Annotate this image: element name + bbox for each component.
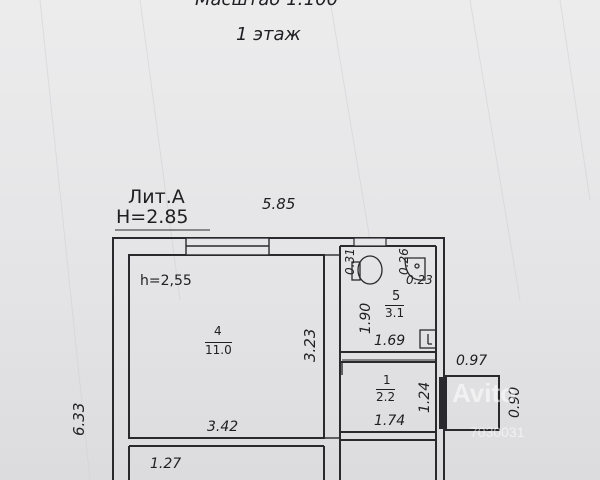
room1-area: 2.2	[376, 389, 396, 404]
room5-width: 1.69	[374, 333, 406, 349]
overall-width-label: 5.85	[262, 195, 296, 213]
toilet-icon	[351, 255, 383, 285]
window-bath	[353, 237, 387, 247]
room1-number: 1	[383, 373, 391, 387]
room1-length: 1.24	[417, 381, 433, 413]
lower-left-width: 1.27	[150, 456, 182, 472]
room4-width: 3.42	[207, 419, 239, 435]
watermark-code: 7030031	[470, 424, 525, 440]
porch-width: 0.97	[456, 353, 488, 369]
room5-small-dim-a: 0.31	[343, 248, 357, 275]
room1-width: 1.74	[374, 413, 406, 429]
room4-ceiling-height: h=2,55	[140, 273, 192, 289]
dimension-lines	[115, 229, 436, 361]
room5-length: 1.90	[358, 302, 374, 334]
room4-number: 4	[214, 324, 222, 338]
room5-area: 3.1	[385, 305, 405, 320]
scan-lines	[39, 0, 591, 480]
outer-walls	[112, 237, 445, 480]
room5-number: 5	[392, 289, 401, 304]
doors	[324, 254, 343, 439]
scale-label: Масштаб 1:100	[195, 0, 338, 9]
floor-label: 1 этаж	[236, 24, 301, 45]
boiler-icon	[419, 329, 437, 349]
sink-icon	[404, 257, 426, 281]
window-top	[185, 237, 270, 256]
room4-area: 11.0	[205, 342, 232, 357]
room5-small-dim-c: 0.23	[406, 273, 433, 287]
watermark-logo: Avito	[452, 378, 517, 408]
litera-label: Лит.А	[128, 186, 185, 208]
overall-length-label: 6.33	[70, 402, 88, 436]
room4-length: 3.23	[301, 328, 319, 362]
room5-small-dim-b: 0.26	[397, 248, 411, 275]
porch	[439, 375, 500, 431]
building-height-label: Н=2.85	[116, 206, 189, 228]
